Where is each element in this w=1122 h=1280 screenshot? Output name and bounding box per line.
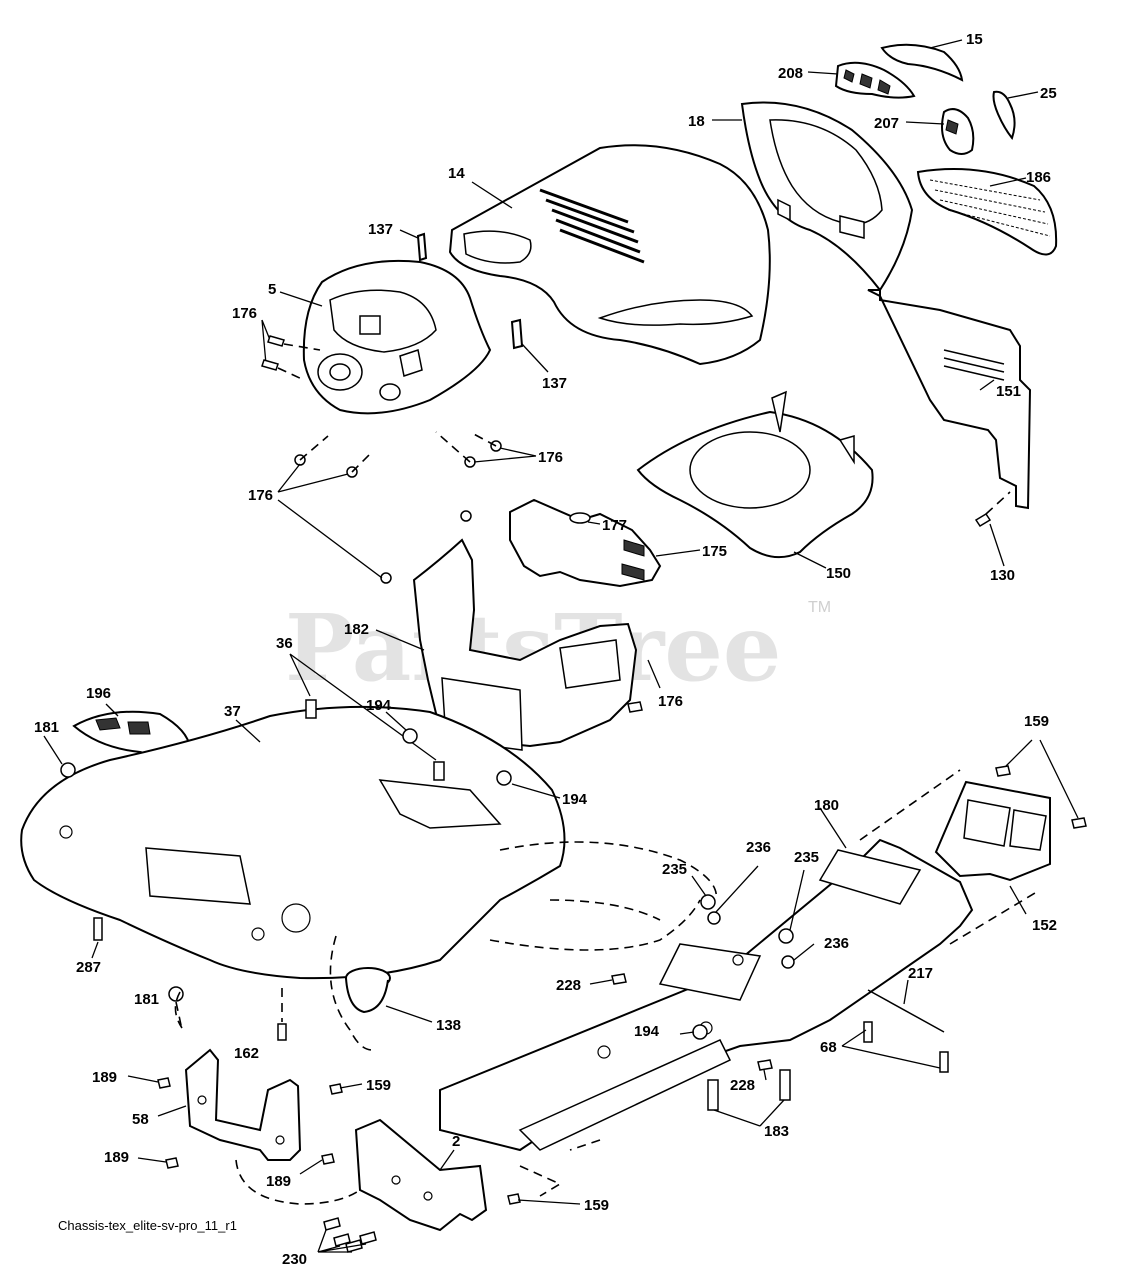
part-194-nut-lower — [496, 770, 561, 799]
callout-189-right: 189 — [266, 1173, 291, 1190]
part-228-bolt-left — [589, 973, 627, 985]
callout-159-right: 159 — [1024, 713, 1049, 730]
callout-5: 5 — [268, 281, 276, 298]
callout-137-lower: 137 — [542, 375, 567, 392]
callout-18: 18 — [688, 113, 705, 130]
part-181-plug-upper — [43, 735, 76, 778]
part-14-hood — [448, 144, 771, 366]
part-177-clip — [569, 512, 601, 525]
callout-176-upper-left: 176 — [232, 305, 257, 322]
callout-194-frame: 194 — [634, 1023, 660, 1040]
callout-189-lower: 189 — [104, 1149, 129, 1166]
callout-159-lower-right: 159 — [584, 1197, 609, 1214]
part-25-clip — [992, 90, 1039, 141]
callout-68: 68 — [820, 1039, 837, 1056]
part-228-bolt-right — [757, 1059, 773, 1081]
part-18-grille-frame — [712, 101, 914, 292]
callout-2: 2 — [452, 1133, 460, 1150]
callout-labels: 15 208 25 18 207 14 186 137 5 176 137 15… — [34, 31, 1057, 1268]
part-130-screw — [974, 491, 1011, 567]
callout-287: 287 — [76, 959, 101, 976]
part-176-screws-upper-left — [261, 319, 321, 381]
callout-14: 14 — [448, 165, 465, 182]
callout-189-upper: 189 — [92, 1069, 117, 1086]
part-37-fender — [20, 705, 566, 980]
callout-194-lower: 194 — [562, 791, 588, 808]
part-15-lens-cover — [880, 39, 964, 82]
callout-228-left: 228 — [556, 977, 581, 994]
callout-159-lower-left: 159 — [366, 1077, 391, 1094]
callout-186: 186 — [1026, 169, 1051, 186]
callout-137-upper: 137 — [368, 221, 393, 238]
callout-176-mid-left: 176 — [248, 487, 273, 504]
callout-176-lower: 176 — [658, 693, 683, 710]
part-230-bolts — [317, 1217, 377, 1253]
part-217-rod — [867, 979, 945, 1033]
callout-196: 196 — [86, 685, 111, 702]
part-194-nut-upper — [385, 711, 418, 744]
callout-194-upper: 194 — [366, 697, 392, 714]
part-58-rear-bracket — [157, 1048, 302, 1161]
part-175-dash-bracket — [509, 498, 701, 588]
part-162-bolt — [277, 988, 287, 1041]
callout-228-right: 228 — [730, 1077, 755, 1094]
callout-177: 177 — [602, 517, 627, 534]
part-181-plug-lower — [168, 986, 184, 1031]
part-176-screws-mid — [277, 431, 537, 584]
callout-58: 58 — [132, 1111, 149, 1128]
diagram-caption: Chassis-tex_elite-sv-pro_11_r1 — [58, 1218, 237, 1233]
part-208-headlight-housing — [807, 61, 916, 99]
callout-217: 217 — [908, 965, 933, 982]
callout-37: 37 — [224, 703, 241, 720]
callout-207: 207 — [874, 115, 899, 132]
callout-151: 151 — [996, 383, 1021, 400]
callout-236-upper: 236 — [746, 839, 771, 856]
part-5-dash-panel — [279, 259, 492, 415]
part-235-236-bushings — [691, 865, 815, 969]
callout-175: 175 — [702, 543, 727, 560]
callout-183: 183 — [764, 1123, 789, 1140]
part-152-bracket — [934, 780, 1051, 915]
callout-182: 182 — [344, 621, 369, 638]
part-68-screws — [841, 1021, 949, 1073]
callout-230: 230 — [282, 1251, 307, 1268]
part-287-bolt — [91, 917, 103, 959]
callout-235-left: 235 — [662, 861, 687, 878]
part-137-tab-lower — [510, 318, 549, 373]
callout-181-upper: 181 — [34, 719, 59, 736]
part-183-bolts — [707, 1069, 791, 1127]
callout-180: 180 — [814, 797, 839, 814]
callout-25: 25 — [1040, 85, 1057, 102]
callout-15: 15 — [966, 31, 983, 48]
part-151-bracket — [867, 289, 1032, 510]
callout-138: 138 — [436, 1017, 461, 1034]
callout-176-mid-right: 176 — [538, 449, 563, 466]
watermark-trademark: TM — [808, 599, 831, 616]
callout-150: 150 — [826, 565, 851, 582]
callout-130: 130 — [990, 567, 1015, 584]
part-159-bolts-lower — [329, 1083, 581, 1205]
part-150-lower-shroud — [636, 390, 874, 569]
part-159-bolts-right — [995, 739, 1087, 829]
part-194-frame-nut — [679, 1024, 708, 1040]
part-2-hitch-plate — [354, 1118, 488, 1232]
assembly-dashed-lines — [174, 769, 1041, 1205]
callout-162: 162 — [234, 1045, 259, 1062]
part-207-lamp-socket — [905, 108, 975, 155]
part-189-bolts — [127, 1075, 335, 1175]
callout-181-lower: 181 — [134, 991, 159, 1008]
callout-36: 36 — [276, 635, 293, 652]
callout-208: 208 — [778, 65, 803, 82]
callout-152: 152 — [1032, 917, 1057, 934]
callout-235-right: 235 — [794, 849, 819, 866]
part-186-grille-mesh — [916, 168, 1058, 256]
part-137-tab-upper — [399, 229, 428, 262]
callout-236-lower: 236 — [824, 935, 849, 952]
part-138-grommet — [345, 967, 433, 1023]
